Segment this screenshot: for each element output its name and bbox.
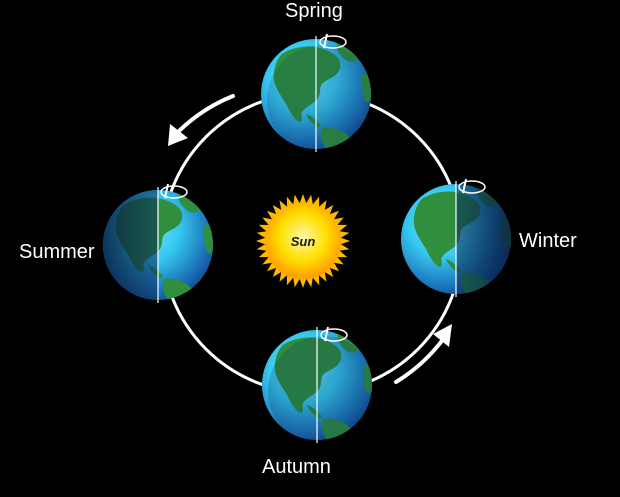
earth-spring xyxy=(261,33,371,152)
rotation-ring-icon xyxy=(319,35,347,49)
sun-disc xyxy=(265,203,341,279)
season-label-summer: Summer xyxy=(19,241,95,263)
season-label-spring: Spring xyxy=(285,0,343,22)
sun: Sun xyxy=(256,194,350,288)
rotation-ring-icon xyxy=(160,185,188,199)
season-label-autumn: Autumn xyxy=(262,456,331,478)
curved-arrow-icon xyxy=(168,94,235,146)
earth-autumn xyxy=(262,326,372,443)
season-label-winter: Winter xyxy=(519,230,577,252)
rotation-ring-icon xyxy=(458,180,486,194)
rotation-ring-icon xyxy=(320,328,348,342)
sun-label: Sun xyxy=(291,234,316,249)
curved-arrow-icon xyxy=(394,324,452,384)
earth-winter xyxy=(401,178,511,297)
earth-summer xyxy=(103,183,213,303)
